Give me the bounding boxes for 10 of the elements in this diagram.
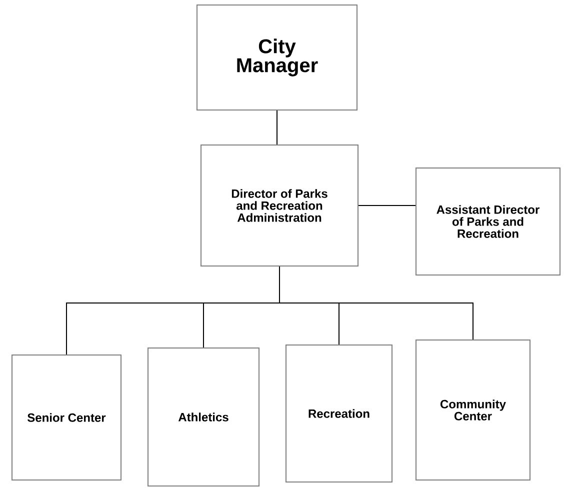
org-box: Athletics: [148, 348, 260, 486]
org-box: Senior Center: [12, 354, 122, 480]
connector-line: [358, 205, 416, 206]
org-box: Assistant Director of Parks and Recreation: [416, 168, 560, 276]
org-box: Community Center: [416, 340, 530, 480]
connector-line: [279, 266, 474, 340]
org-box: Recreation: [286, 344, 392, 482]
connector-line: [276, 110, 278, 145]
title-box: City Manager: [196, 4, 358, 110]
org-box: Director of Parks and Recreation Administration: [200, 144, 358, 266]
